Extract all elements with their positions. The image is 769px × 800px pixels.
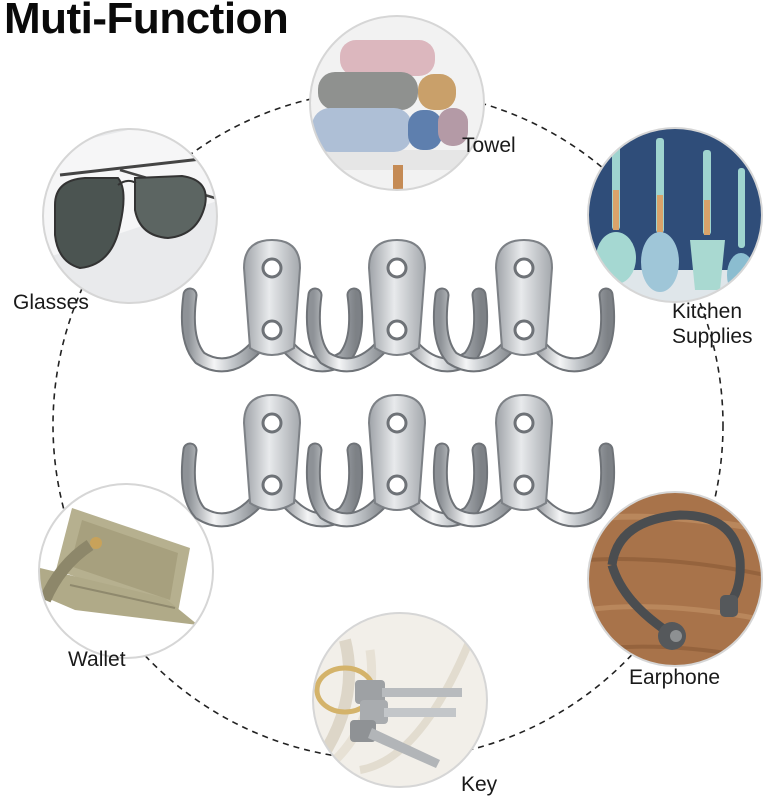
use-label-earphone: Earphone xyxy=(629,666,721,689)
use-label-key: Key xyxy=(461,773,498,796)
use-label-wallet: Wallet xyxy=(68,648,126,671)
glasses-icon xyxy=(43,129,217,303)
wallet-icon xyxy=(39,484,213,658)
keys-icon xyxy=(313,613,487,787)
coat-hook xyxy=(432,393,616,528)
coat-hook xyxy=(180,393,364,528)
page-title: Muti-Function xyxy=(4,0,289,43)
coat-hook xyxy=(305,393,489,528)
coat-hook xyxy=(305,238,489,373)
coat-hook xyxy=(180,238,364,373)
earphone-icon xyxy=(588,492,762,666)
use-label-glasses: Glasses xyxy=(13,291,89,314)
coat-hook xyxy=(432,238,616,373)
use-label-kitchen-supplies: Kitchen Supplies xyxy=(672,300,753,349)
hook-rows xyxy=(180,238,616,528)
use-label-towel: Towel xyxy=(462,134,516,157)
towel-icon xyxy=(310,16,484,190)
